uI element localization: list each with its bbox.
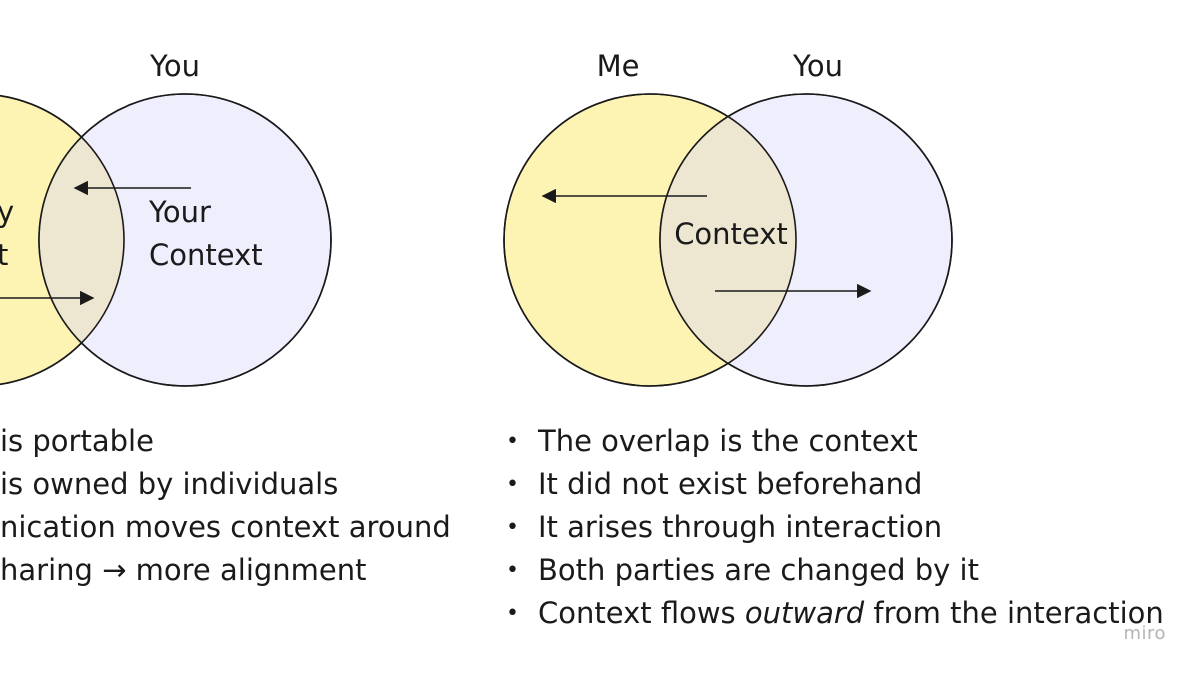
right-bullet-item: It did not exist beforehand xyxy=(506,463,1164,506)
left-bullet-item: nication moves context around xyxy=(0,510,451,544)
left-bullet-item: haring → more alignment xyxy=(0,553,367,587)
your-context-label-line1: Your xyxy=(148,195,211,229)
left-bullet-list: is portable is owned by individuals nica… xyxy=(0,420,451,592)
right-you-label: You xyxy=(792,49,843,83)
right-bullet-item: The overlap is the context xyxy=(506,420,1164,463)
overlap-context-label: Context xyxy=(674,217,788,251)
left-bullet-item: is portable xyxy=(0,424,154,458)
left-venn: You y t Your Context xyxy=(0,49,332,387)
left-you-label: You xyxy=(149,49,200,83)
right-overlap xyxy=(660,94,796,386)
my-context-fragment-2: t xyxy=(0,238,8,272)
right-bullet-item: It arises through interaction xyxy=(506,506,1164,549)
emphasis-outward: outward xyxy=(744,596,865,630)
right-bullet-list: The overlap is the context It did not ex… xyxy=(506,420,1164,635)
right-bullet-item: Context flows outward from the interacti… xyxy=(506,592,1164,635)
my-context-fragment-1: y xyxy=(0,195,14,229)
right-me-label: Me xyxy=(597,49,640,83)
right-bullet-item: Both parties are changed by it xyxy=(506,549,1164,592)
miro-watermark: miro xyxy=(1123,623,1166,644)
left-bullet-item: is owned by individuals xyxy=(0,467,339,501)
right-venn: Me You Context xyxy=(503,49,953,387)
your-context-label-line2: Context xyxy=(149,238,263,272)
